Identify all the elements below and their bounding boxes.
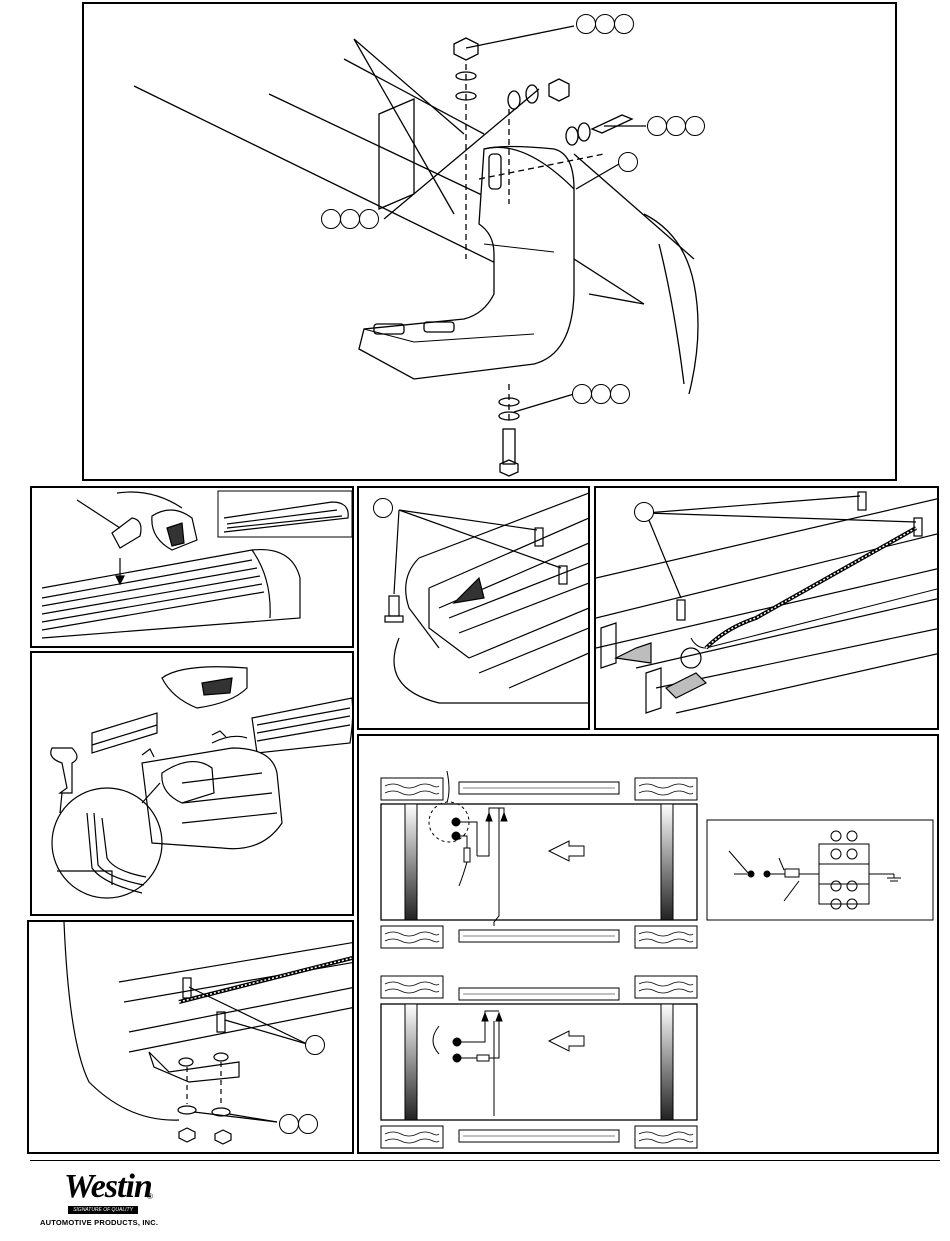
callout-circle — [591, 384, 611, 404]
callout-circle — [610, 384, 630, 404]
callout-circle — [595, 14, 615, 34]
company-logo: Westin ® SIGNATURE OF QUALITY AUTOMOTIVE… — [40, 1168, 170, 1230]
end-cap-assembly-drawing — [32, 653, 354, 916]
frame-bolts-drawing — [359, 488, 590, 730]
wire-routing-panel — [594, 486, 939, 730]
callout-circle — [340, 209, 360, 229]
bracket-exploded-view-drawing — [84, 4, 897, 481]
callout-circle — [359, 209, 379, 229]
lamp-insertion-panel — [30, 486, 354, 648]
callout-group-nut — [576, 14, 633, 34]
callout-circle — [614, 14, 634, 34]
logo-wordmark: Westin — [64, 1168, 152, 1206]
callout-circle — [279, 1114, 299, 1134]
callout-group-frame-bolts — [373, 498, 392, 518]
callout-group-wire-clips — [634, 502, 653, 522]
callout-circle — [618, 152, 638, 172]
callout-circle — [321, 209, 341, 229]
callout-circle — [373, 498, 393, 518]
footer-divider — [30, 1160, 940, 1161]
wiring-diagram-drawing — [359, 736, 939, 1154]
callout-circle — [298, 1114, 318, 1134]
end-cap-assembly-panel — [30, 651, 354, 916]
underside-bolts-panel — [27, 920, 354, 1154]
callout-group-bolt — [647, 116, 704, 136]
lamp-insertion-drawing — [32, 488, 354, 648]
frame-bolts-panel — [357, 486, 590, 730]
callout-group-nut-washer — [279, 1114, 317, 1134]
callout-circle — [685, 116, 705, 136]
logo-company-name: AUTOMOTIVE PRODUCTS, INC. — [40, 1218, 158, 1227]
callout-circle — [572, 384, 592, 404]
callout-group-studs — [305, 1035, 324, 1055]
bracket-exploded-view-panel — [82, 2, 897, 481]
callout-circle — [576, 14, 596, 34]
callout-group-bracket — [618, 152, 637, 172]
wiring-diagram-panel — [357, 734, 939, 1154]
callout-circle — [634, 502, 654, 522]
wire-routing-drawing — [596, 488, 939, 730]
callout-group-lower — [572, 384, 629, 404]
logo-tagline: SIGNATURE OF QUALITY — [68, 1206, 138, 1214]
callout-circle — [305, 1035, 325, 1055]
callout-circle — [666, 116, 686, 136]
logo-registered-mark: ® — [147, 1192, 153, 1201]
callout-group-washers — [321, 209, 378, 229]
callout-circle — [647, 116, 667, 136]
